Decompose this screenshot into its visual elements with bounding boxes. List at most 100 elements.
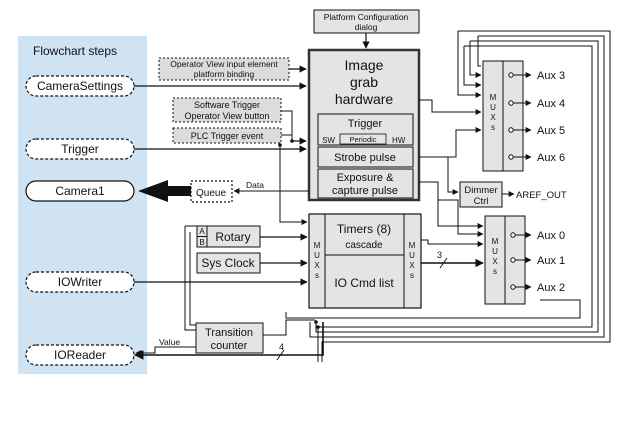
- strobe-section: [317, 146, 414, 168]
- rotary-feedback-outer: [184, 226, 196, 331]
- platform-config-box: Platform Configuration dialog: [313, 9, 420, 34]
- periodic-box: [339, 133, 387, 145]
- step-iowriter-label: IOWriter: [58, 275, 102, 289]
- timers-title: Timers (8): [337, 222, 391, 236]
- bus-tick-4: [276, 349, 285, 361]
- svg-text:s: s: [315, 271, 319, 280]
- aux-5-label: Aux 5: [537, 125, 565, 137]
- svg-text:U: U: [314, 251, 320, 260]
- aref-out-label: AREF_OUT: [516, 190, 567, 201]
- svg-text:X: X: [492, 257, 498, 266]
- big-arrow-to-camera1: [138, 180, 191, 202]
- data-label: Data: [246, 180, 264, 190]
- svg-text:M: M: [490, 93, 497, 102]
- junction-dot-4: [316, 325, 320, 329]
- svg-text:s: s: [410, 271, 414, 280]
- loop-line-1: [309, 35, 605, 338]
- loop-line-4-entry: [457, 31, 482, 98]
- loop-line-2: [315, 40, 599, 333]
- svg-text:M: M: [314, 241, 321, 250]
- svg-text:s: s: [493, 267, 497, 276]
- platform-config-line2: dialog: [355, 22, 378, 32]
- dimmer-line2: Ctrl: [474, 196, 489, 207]
- queue-box: Queue: [190, 180, 233, 203]
- trigger-hw-label: HW: [392, 136, 406, 145]
- queue-label: Queue: [196, 188, 226, 199]
- aux-top-outputs: Aux 3 Aux 4 Aux 5 Aux 6: [513, 70, 565, 164]
- loop-line-bottom: [285, 299, 581, 319]
- loop-line-1-entry: [477, 36, 481, 67]
- bus-width-3: 3: [437, 250, 442, 260]
- aux-2-label: Aux 2: [537, 282, 565, 294]
- svg-text:U: U: [409, 251, 415, 260]
- timers-subtitle: cascade: [345, 240, 383, 251]
- mux-right-label: M U X s: [409, 241, 416, 280]
- exposure-to-mux-bottom-2: [438, 199, 484, 237]
- loop-line-3: [317, 45, 593, 362]
- bus-tick-3: [439, 257, 448, 269]
- rotary-box: A B Rotary: [196, 225, 261, 248]
- bus-width-4: 4: [279, 342, 284, 352]
- operator-view-binding-line1: Operator View input element: [170, 59, 278, 69]
- connector-counter-to-ioreader: [135, 346, 196, 356]
- step-ioreader-label: IOReader: [54, 348, 106, 362]
- bus-to-ioreader: [134, 322, 324, 360]
- rotary-b-label: B: [199, 238, 204, 247]
- step-camerasettings-label: CameraSettings: [37, 79, 123, 93]
- timers-to-mux-bottom: [421, 239, 484, 247]
- rotary-feedback-inner: [189, 232, 196, 326]
- mux-left-label: M U X s: [314, 241, 321, 280]
- svg-text:X: X: [409, 261, 415, 270]
- step-camerasettings[interactable]: CameraSettings: [25, 75, 135, 97]
- svg-text:M: M: [492, 237, 499, 246]
- counter-to-block: [263, 319, 315, 336]
- operator-view-binding-box: Operator View input element platform bin…: [158, 57, 290, 81]
- loop-line-2-entry: [469, 41, 482, 78]
- transition-counter-box: Transition counter: [195, 322, 264, 354]
- step-iowriter[interactable]: IOWriter: [25, 271, 135, 293]
- dimmer-ctrl-box: Dimmer Ctrl: [459, 181, 503, 208]
- exposure-line2: capture pulse: [332, 185, 398, 197]
- step-camera1-label: Camera1: [55, 184, 105, 198]
- step-camera1[interactable]: Camera1: [25, 180, 135, 202]
- svg-text:X: X: [314, 261, 320, 270]
- plc-trigger-box: PLC Trigger event: [172, 127, 282, 144]
- transition-counter-line1: Transition: [205, 327, 253, 339]
- trigger-title: Trigger: [348, 118, 383, 130]
- sys-clock-label: Sys Clock: [201, 256, 255, 270]
- exposure-section: [317, 168, 414, 199]
- connector-software-trigger: [281, 110, 293, 141]
- platform-config-line1: Platform Configuration: [324, 12, 409, 22]
- operator-view-binding-line2: platform binding: [194, 69, 255, 79]
- transition-counter-line2: counter: [211, 340, 248, 352]
- connector-trigger-to-timers: [279, 145, 308, 225]
- software-trigger-label: Software Trigger: [194, 100, 260, 110]
- strobe-to-dimmer: [419, 156, 459, 195]
- aux-3-label: Aux 3: [537, 70, 565, 82]
- image-grab-title-line3: hardware: [335, 91, 394, 107]
- step-trigger[interactable]: Trigger: [25, 138, 135, 160]
- aux-6-label: Aux 6: [537, 152, 565, 164]
- loop-line-4: [321, 30, 611, 362]
- rotary-label: Rotary: [215, 230, 250, 244]
- junction-dot-3: [314, 320, 318, 324]
- timers-block: Timers (8) cascade IO Cmd list M U X s M…: [308, 213, 422, 309]
- exposure-line1: Exposure &: [337, 172, 395, 184]
- operator-view-button-label: Operator View button: [185, 111, 270, 121]
- periodic-label: Periodic: [349, 135, 376, 144]
- strobe-label: Strobe pulse: [334, 152, 396, 164]
- svg-text:U: U: [490, 103, 496, 112]
- loop-line-3-entry: [463, 46, 482, 88]
- rotary-a-label: A: [199, 227, 205, 236]
- plc-trigger-label: PLC Trigger event: [191, 131, 264, 141]
- software-trigger-box: Software Trigger Operator View button: [172, 97, 282, 123]
- junction-dot-2: [278, 143, 282, 147]
- dimmer-line1: Dimmer: [464, 185, 497, 196]
- svg-text:M: M: [409, 241, 416, 250]
- mux-top: M U X s: [482, 60, 524, 172]
- step-ioreader[interactable]: IOReader: [25, 344, 135, 366]
- image-grab-title-line2: grab: [350, 74, 378, 90]
- aux-0-label: Aux 0: [537, 230, 565, 242]
